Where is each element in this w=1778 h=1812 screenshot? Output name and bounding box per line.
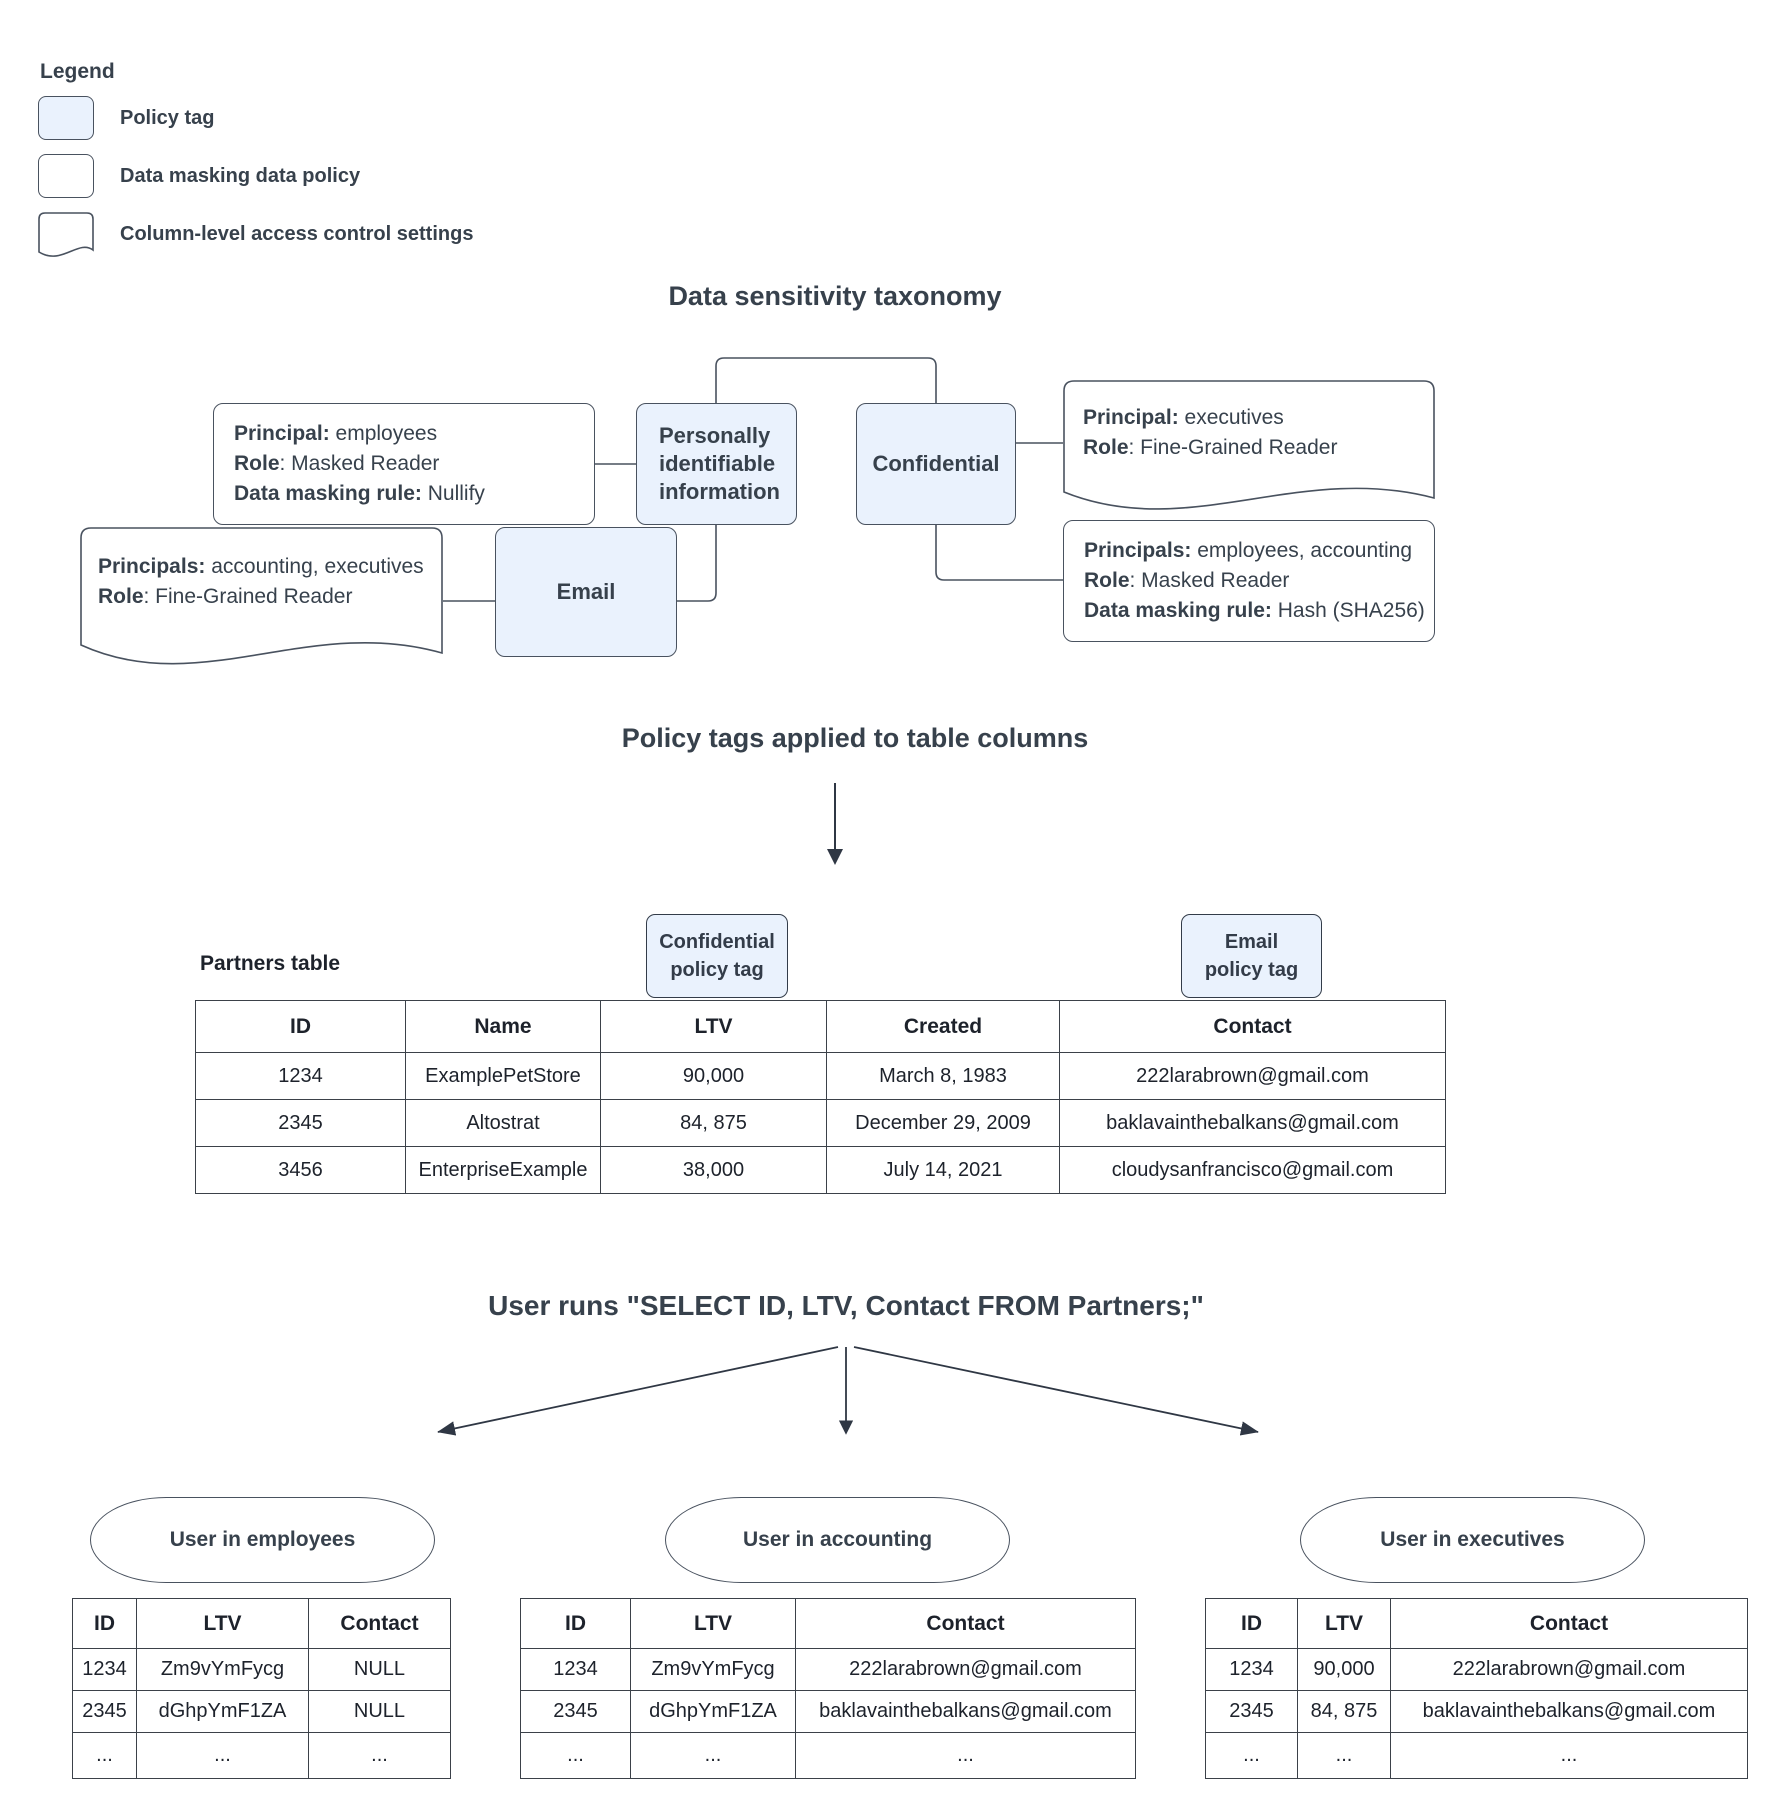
user-executives-ellipse: User in executives <box>1300 1497 1645 1583</box>
user-accounting-ellipse: User in accounting <box>665 1497 1010 1583</box>
partners-header-row: ID Name LTV Created Contact <box>195 1000 1446 1053</box>
edge-confidential-to-hash <box>935 525 1063 581</box>
legend-column-access-swatch <box>38 212 94 262</box>
edge-email-to-pii <box>677 525 717 602</box>
confidential-policy-tag-chip: Confidential policy tag <box>646 914 788 998</box>
policy-tag-confidential: Confidential <box>856 403 1016 525</box>
query-title: User runs "SELECT ID, LTV, Contact FROM … <box>488 1290 1204 1321</box>
email-access-control-settings: Principals: accounting, executives Role:… <box>80 527 443 677</box>
table-row: ......... <box>72 1732 451 1779</box>
user-employees-ellipse: User in employees <box>90 1497 435 1583</box>
legend-policy-tag-label: Policy tag <box>120 107 215 129</box>
partners-table-label: Partners table <box>200 952 341 975</box>
policy-tag-pii: Personally identifiable information <box>636 403 797 525</box>
legend-data-masking-swatch <box>38 154 94 198</box>
legend-column-access-label: Column-level access control settings <box>120 223 474 245</box>
partners-col-created: Created <box>826 1000 1060 1053</box>
partners-col-id: ID <box>195 1000 406 1053</box>
query-arrow-employees <box>437 1346 839 1436</box>
email-policy-tag-chip: Email policy tag <box>1181 914 1322 998</box>
legend-title: Legend <box>40 60 115 83</box>
partners-col-contact: Contact <box>1059 1000 1446 1053</box>
pii-data-masking-policy: Principal: employees Role: Masked Reader… <box>213 403 595 525</box>
table-row: ......... <box>1205 1732 1748 1779</box>
legend-policy-tag-swatch <box>38 96 94 140</box>
confidential-data-masking-policy: Principals: employees, accounting Role: … <box>1063 520 1435 642</box>
applied-section-title: Policy tags applied to table columns <box>621 723 1089 753</box>
policy-tag-email: Email <box>495 527 677 657</box>
table-row: ......... <box>520 1732 1136 1779</box>
partners-col-name: Name <box>405 1000 601 1053</box>
partners-col-ltv: LTV <box>600 1000 827 1053</box>
taxonomy-title: Data sensitivity taxonomy <box>668 281 1002 311</box>
confidential-access-control-settings: Principal: executives Role: Fine-Grained… <box>1063 380 1435 520</box>
taxonomy-sibling-bracket <box>715 357 937 403</box>
query-arrow-executives <box>853 1346 1259 1436</box>
legend-data-masking-label: Data masking data policy <box>120 165 361 187</box>
